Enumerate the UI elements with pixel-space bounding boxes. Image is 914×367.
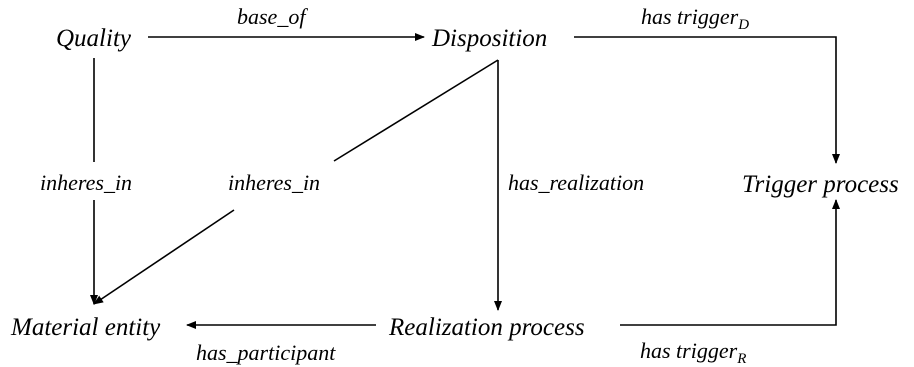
edge-label-base-of: base_of [237,4,308,29]
edge-label-has-trigger-d-text: has trigger [641,4,739,29]
node-trigger-process: Trigger process [742,171,899,198]
edge-has-trigger-r-line [620,199,840,326]
edge-label-inheres-in-disposition: inheres_in [228,170,320,195]
edge-label-has-trigger-d-subscript: D [737,17,749,33]
edge-inheres-in-disposition-lower-line [93,209,235,305]
node-material-entity: Material entity [10,314,161,341]
edge-inheres-in-disposition-upper-line [333,59,499,162]
node-disposition: Disposition [431,25,547,52]
edge-label-inheres-in-quality: inheres_in [40,170,132,195]
edge-label-has-participant: has_participant [196,340,336,365]
edge-label-has-trigger-r-subscript: R [736,351,746,367]
edge-label-has-trigger-d: has triggerD [641,4,749,33]
node-quality: Quality [56,25,132,52]
edge-label-has-trigger-r: has triggerR [640,338,746,367]
edge-label-has-trigger-r-text: has trigger [640,338,738,363]
edge-label-has-realization: has_realization [508,170,644,195]
edge-has-trigger-d-line [574,36,840,164]
node-realization-process: Realization process [388,314,585,341]
